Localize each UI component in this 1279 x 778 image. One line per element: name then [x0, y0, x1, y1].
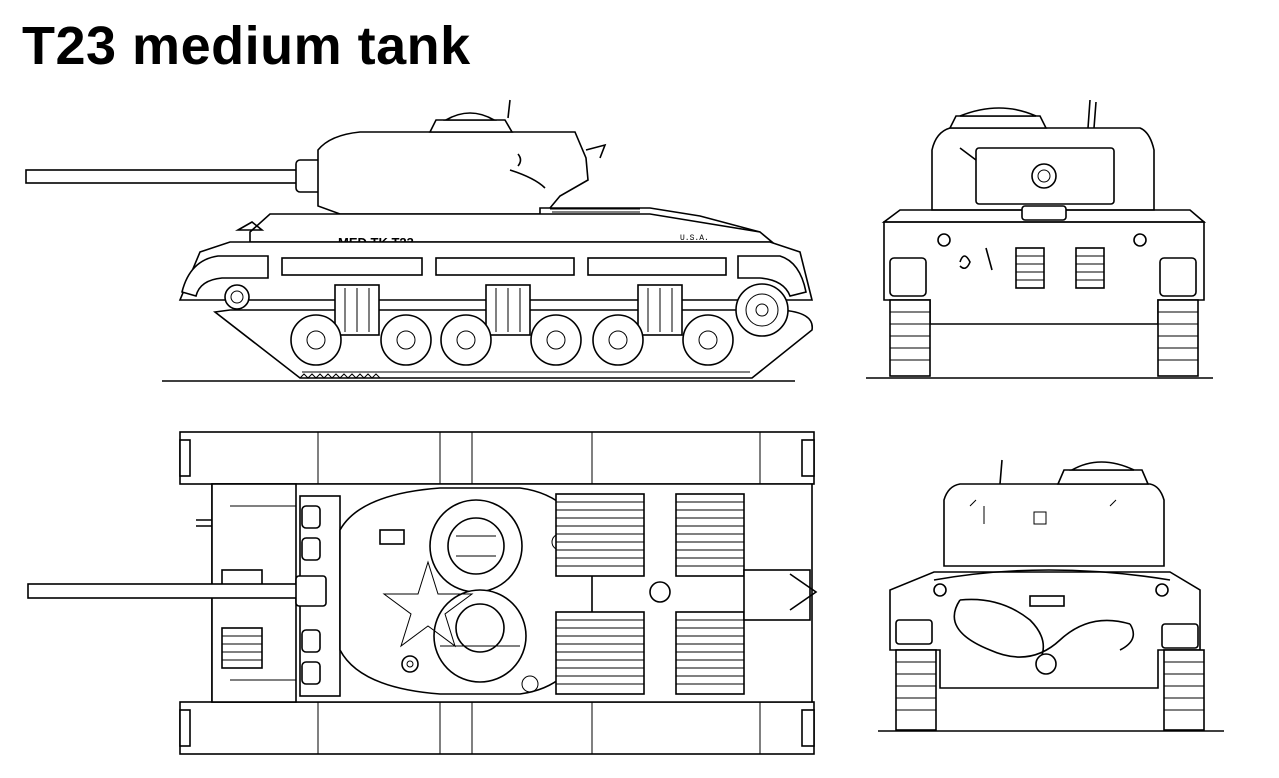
side-turret	[317, 131, 589, 215]
rear-light-right	[1161, 623, 1199, 649]
side-cupola	[428, 119, 514, 133]
top-fender-upper	[179, 431, 815, 485]
side-view: MED TK T23 U.S.A. 30103052	[25, 99, 814, 382]
front-gun-muzzle	[1031, 163, 1057, 189]
side-usa-marking: U.S.A.	[680, 234, 709, 243]
side-gun-barrel	[25, 169, 307, 184]
front-headlight-left	[889, 257, 927, 297]
top-hull-hatches	[301, 505, 321, 685]
front-spare-track-links	[1015, 247, 1105, 289]
top-fender-lower	[179, 701, 815, 755]
side-road-wheels	[290, 314, 734, 366]
front-view	[866, 99, 1213, 379]
rear-track-right	[1163, 649, 1205, 731]
top-star-insignia	[382, 560, 474, 648]
side-fender-panel-1	[281, 257, 423, 276]
side-fender-panel-2	[435, 257, 575, 276]
rear-turret	[943, 483, 1165, 567]
rear-track-left	[895, 649, 937, 731]
top-view	[27, 431, 818, 755]
top-engine-grilles	[555, 493, 745, 695]
front-headlight-right	[1159, 257, 1197, 297]
page-title: T23 medium tank	[22, 16, 471, 76]
rear-light-left	[895, 619, 933, 645]
side-drive-sprocket	[735, 283, 789, 337]
rear-view	[878, 459, 1224, 732]
top-gun-barrel	[27, 583, 307, 599]
front-track-right	[1157, 299, 1199, 377]
rear-hull	[889, 571, 1201, 689]
rear-tow-cable	[953, 598, 1135, 661]
side-fender-panel-3	[587, 257, 727, 276]
front-track-left	[889, 299, 931, 377]
